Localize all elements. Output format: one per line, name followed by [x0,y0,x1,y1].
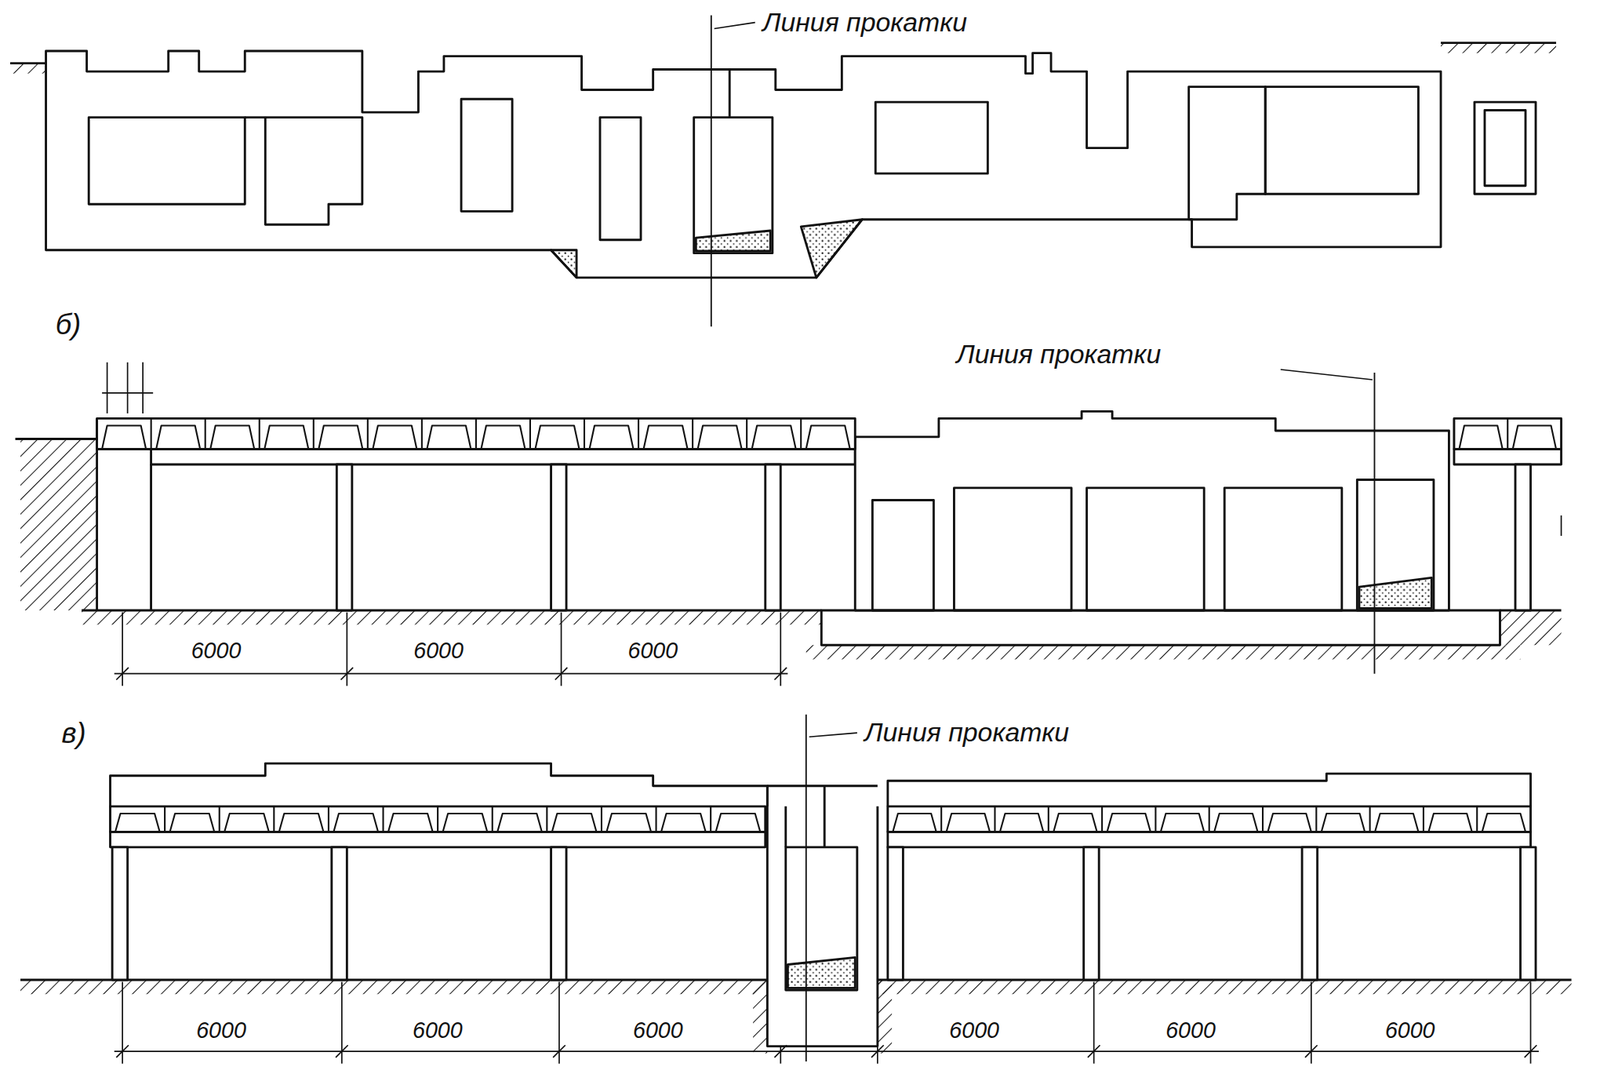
slab-panel [1101,806,1151,833]
section-c [20,714,1572,1064]
slab-panel [205,418,255,449]
slab-row [887,806,1531,833]
dimension-text: 6000 [630,1018,686,1043]
slab-panel [313,418,364,449]
slab-panel [110,806,160,833]
slab-row [1454,418,1562,449]
dimension-text: 6000 [410,638,466,663]
dimension-text: 6000 [946,1018,1002,1043]
slab-panel [584,418,634,449]
slab-panel [328,806,379,833]
section-b [15,362,1562,686]
slab-panel [692,418,742,449]
slab-panel [1262,806,1312,833]
slab-row [97,418,856,449]
slab-panel [746,418,797,449]
rolling-line-label: Линия прокатки [760,7,970,37]
dimension-text: 6000 [625,638,681,663]
slab-panel [367,418,418,449]
slab-panel [800,418,851,449]
slab-panel [164,806,215,833]
slab-panel [1507,418,1557,449]
dimension-text: 6000 [193,1018,249,1043]
slab-panel [1209,806,1259,833]
rolling-line-label: Линия прокатки [861,717,1072,747]
slab-panel [887,806,937,833]
slab-panel [437,806,488,833]
slab-panel [1454,418,1503,449]
ribbed-slab-panels [97,418,1562,832]
section-mark: б) [53,309,84,341]
slab-panel [530,418,580,449]
slab-panel [1155,806,1204,833]
slab-panel [656,806,706,833]
dimension-text: 6000 [1163,1018,1219,1043]
slab-panel [259,418,310,449]
slab-row [110,806,766,833]
slab-panel [273,806,324,833]
slab-panel [219,806,270,833]
dimension-text: 6000 [1382,1018,1438,1043]
slab-panel [476,418,526,449]
slab-panel [421,418,472,449]
slab-panel [1048,806,1098,833]
foundation-plan [10,15,1557,328]
section-mark: в) [58,717,88,750]
slab-panel [1476,806,1526,833]
slab-panel [601,806,651,833]
slab-panel [1370,806,1419,833]
dimension-text: 6000 [189,638,244,663]
slab-panel [638,418,688,449]
dimension-text: 6000 [410,1018,466,1043]
slab-panel [994,806,1044,833]
slab-panel [151,418,201,449]
slab-panel [1423,806,1473,833]
slab-panel [941,806,990,833]
slab-panel [383,806,433,833]
slab-panel [492,806,542,833]
rolling-line-label: Линия прокатки [953,339,1164,369]
slab-panel [546,806,597,833]
slab-panel [97,418,147,449]
slab-panel [1316,806,1365,833]
slab-panel [710,806,760,833]
